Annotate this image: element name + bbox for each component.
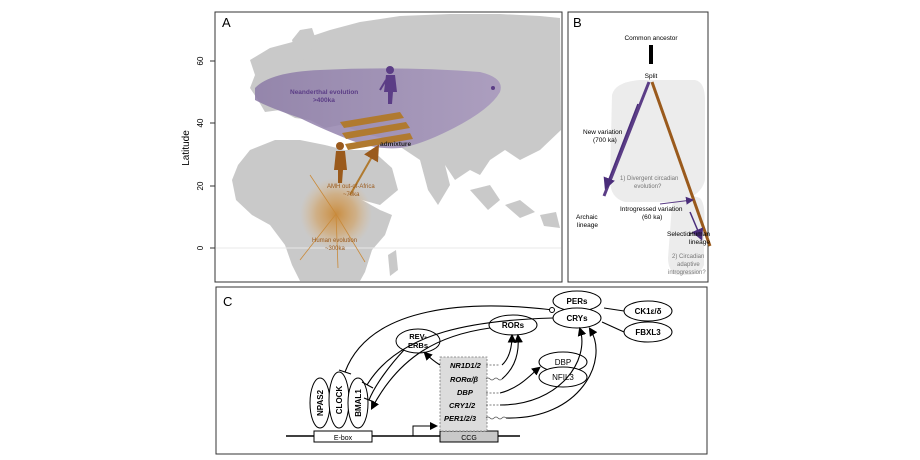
amh-migration-arrow bbox=[349, 144, 379, 196]
ccg-label: CCG bbox=[461, 435, 477, 442]
npas2-label: NPAS2 bbox=[316, 389, 325, 416]
neanderthal-time: >400ka bbox=[313, 97, 335, 104]
split-label: Split bbox=[645, 73, 658, 80]
map-se-asia bbox=[470, 185, 560, 228]
phospho-marker bbox=[549, 307, 555, 313]
dbp-label: DBP bbox=[555, 358, 571, 367]
panel-a-letter: A bbox=[222, 15, 231, 30]
admixture-stripes bbox=[340, 112, 413, 150]
gene-rora: RORα/β bbox=[450, 375, 478, 384]
common-ancestor-label: Common ancestor bbox=[624, 35, 678, 42]
question-2-bubble bbox=[668, 195, 705, 275]
nfil3-label: NFIL3 bbox=[552, 373, 574, 382]
pers-label: PERs bbox=[567, 297, 588, 306]
new-variation-label: New variation bbox=[583, 129, 623, 136]
amh-time: ~70ka bbox=[343, 192, 360, 198]
rev-erbs-label1: REV- bbox=[409, 332, 427, 341]
ebox-element bbox=[313, 430, 373, 443]
introgressed-label: Introgressed variation bbox=[620, 206, 683, 213]
ebox-label: E-box bbox=[334, 435, 353, 442]
panel-c: C E-box CCG NPAS2 CLOCK BMAL1 REV- ERBs … bbox=[215, 286, 708, 455]
bmal1-node bbox=[347, 377, 369, 429]
mrna-marks bbox=[485, 364, 507, 420]
introgressed-time: (60 ka) bbox=[642, 214, 662, 221]
panel-a: A Neanderthal evolution >400ka admixture… bbox=[181, 11, 563, 283]
panel-b: B Common ancestor Split New variation (7… bbox=[567, 11, 712, 283]
rors-label: RORs bbox=[502, 321, 525, 330]
question-1-bubble bbox=[610, 80, 705, 202]
gene-per: PER1/2/3 bbox=[444, 414, 477, 423]
ytick-20: 20 bbox=[196, 181, 205, 190]
clock-label: CLOCK bbox=[335, 386, 344, 415]
human-lineage-label2: lineage bbox=[689, 239, 710, 246]
latitude-ticks bbox=[210, 60, 215, 249]
human-lineage-label1: Human bbox=[689, 231, 710, 238]
neanderthal-dot bbox=[491, 86, 495, 90]
human-figure-icon bbox=[334, 142, 347, 183]
fbxl3-label: FBXL3 bbox=[635, 328, 661, 337]
map-scandinavia bbox=[292, 28, 316, 62]
regulation-arrows bbox=[338, 305, 625, 419]
human-evolution-title: Human evolution bbox=[312, 238, 357, 244]
ytick-60: 60 bbox=[196, 56, 205, 65]
neanderthal-figure-icon bbox=[379, 66, 397, 104]
archaic-lineage-label1: Archaic bbox=[576, 214, 598, 221]
map-india bbox=[420, 160, 450, 205]
human-evolution-time: ~300ka bbox=[325, 246, 346, 252]
dispersal-rays bbox=[299, 174, 366, 269]
gene-cry: CRY1/2 bbox=[449, 401, 476, 410]
bmal1-label: BMAL1 bbox=[354, 389, 363, 417]
question-1-line2: evolution? bbox=[634, 184, 662, 190]
neanderthal-title: Neanderthal evolution bbox=[290, 89, 358, 96]
latitude-axis-label: Latitude bbox=[181, 130, 192, 166]
question-2-line2: adaptive bbox=[677, 262, 700, 268]
question-2-line1: 2) Circadian bbox=[672, 254, 704, 260]
neanderthal-range bbox=[255, 68, 501, 149]
amh-title: AMH out-of-Africa bbox=[327, 184, 375, 190]
question-2-line3: introgression? bbox=[668, 270, 706, 276]
ancestor-stem bbox=[649, 45, 653, 64]
nfil3-node bbox=[538, 366, 588, 388]
panel-c-letter: C bbox=[223, 294, 232, 309]
transcription-start-arrow bbox=[412, 422, 438, 436]
panel-b-letter: B bbox=[573, 15, 582, 30]
ck1-label: CK1ε/δ bbox=[635, 307, 662, 316]
selection-arrow bbox=[689, 211, 704, 241]
question-1-line1: 1) Divergent circadian bbox=[620, 176, 678, 182]
selection-label: Selection bbox=[667, 231, 694, 238]
gene-dbp: DBP bbox=[457, 388, 474, 397]
target-genes-box bbox=[439, 356, 488, 432]
new-variation-time: (700 ka) bbox=[593, 137, 617, 144]
ytick-0: 0 bbox=[196, 245, 205, 250]
archaic-lineage-label2: lineage bbox=[577, 222, 598, 229]
introgression-arrow bbox=[659, 196, 694, 205]
rev-erbs-label2: ERBs bbox=[408, 341, 428, 350]
map-britain bbox=[258, 56, 270, 74]
new-variation-arrow bbox=[603, 103, 639, 190]
map-madagascar bbox=[388, 250, 398, 276]
human-lineage-line bbox=[650, 81, 712, 247]
crys-label: CRYs bbox=[566, 314, 588, 323]
ytick-40: 40 bbox=[196, 118, 205, 127]
admixture-label: admixture bbox=[380, 141, 411, 148]
gene-nr1d1: NR1D1/2 bbox=[450, 361, 482, 370]
